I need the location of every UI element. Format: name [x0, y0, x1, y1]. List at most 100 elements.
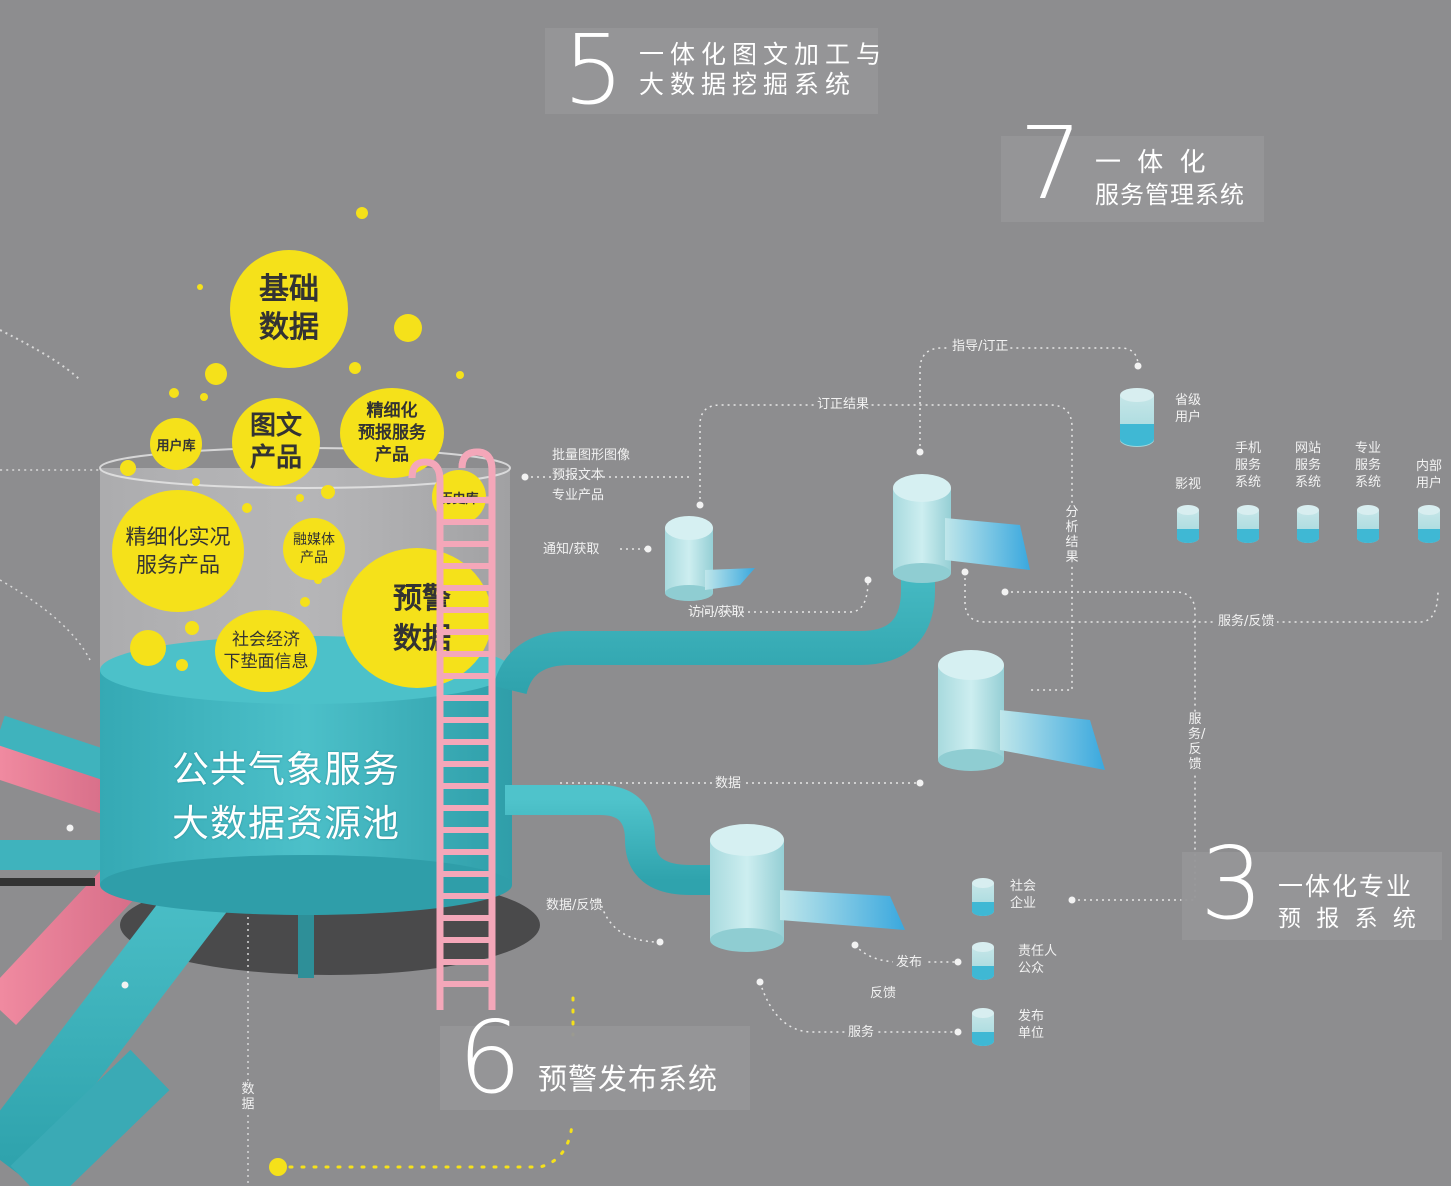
user-website-label-1: 网站: [1294, 441, 1321, 456]
user-professional-label-3: 系统: [1354, 475, 1381, 490]
node-dot: [644, 545, 652, 553]
user-internal-label-1: 内部: [1415, 459, 1442, 474]
left-pipe-4: [10, 1049, 170, 1186]
user-internal-label-2: 用户: [1415, 476, 1442, 491]
cylinder-icon: [972, 942, 994, 982]
yellow-dot: [300, 597, 310, 607]
user-publisher-label-1: 发布: [1018, 1009, 1045, 1024]
bubble-graphic-line2: 产品: [249, 443, 302, 473]
tank-bottom: [710, 824, 905, 952]
system-6-panel: 6 预警发布系统: [440, 1008, 750, 1110]
system-7-title-line1: 一 体 化: [1095, 148, 1210, 178]
system-3-title-line2: 预 报 系 统: [1278, 906, 1420, 932]
bubble-media: 融媒体产品: [283, 518, 345, 580]
bubble-fine-forecast-line1: 精细化: [366, 401, 418, 421]
yellow-dot: [176, 659, 188, 671]
label-service: 服务: [845, 1025, 878, 1041]
node-dot: [66, 824, 74, 832]
user-professional-label-2: 服务: [1354, 458, 1381, 473]
node-dot: [961, 568, 969, 576]
tank-small: [665, 516, 755, 601]
bubble-users-db: 用户库: [150, 418, 202, 470]
yellow-dot: [349, 362, 361, 374]
user-enterprise-label-2: 企业: [1010, 896, 1037, 911]
node-dot: [121, 981, 129, 989]
system-7-panel: 7 一 体 化 服务管理系统: [1001, 114, 1264, 222]
user-internal-label: 内部用户: [1411, 458, 1447, 492]
node-dot: [954, 1028, 962, 1036]
system-5-panel: 5 一体化图文加工与 大数据挖掘系统: [545, 22, 881, 118]
label-correct-result: 订正结果: [815, 397, 872, 413]
yellow-dot: [356, 207, 368, 219]
node-dot: [1001, 588, 1009, 596]
user-mobile-label-2: 服务: [1234, 458, 1261, 473]
user-mobile-label: 手机服务系统: [1230, 440, 1266, 491]
user-public-label-2: 公众: [1018, 961, 1045, 976]
node-dot: [916, 779, 924, 787]
yellow-dot: [120, 460, 136, 476]
pipe-to-tank-3: [505, 785, 730, 895]
user-website-label-2: 服务: [1294, 458, 1321, 473]
line-access: [700, 579, 869, 613]
yellow-dot: [394, 314, 422, 342]
system-6-title: 预警发布系统: [538, 1062, 719, 1096]
label-publish: 发布: [893, 955, 926, 971]
line-service-feedback: [964, 572, 1439, 623]
system-7-title-line2: 服务管理系统: [1095, 181, 1245, 209]
node-dot: [696, 501, 704, 509]
left-rail: [0, 878, 95, 886]
cylinder-icon: [1120, 388, 1154, 448]
user-publisher-label: 发布单位: [1018, 1008, 1054, 1042]
bubble-basic-line1: 基础: [259, 272, 319, 307]
yellow-dot: [205, 363, 227, 385]
node-dot: [656, 938, 664, 946]
label-batch-2: 预报文本: [552, 468, 605, 483]
user-tv-label: 影视: [1170, 476, 1206, 493]
bubble-socio-line2: 下垫面信息: [223, 652, 309, 672]
user-tv-label-1: 影视: [1174, 477, 1201, 492]
line-guide-correct: [919, 347, 1139, 452]
system-5-title-line1: 一体化图文加工与: [639, 40, 888, 69]
label-guide-correct: 指导/订正: [950, 339, 1011, 355]
bubble-graphic-line1: 图文: [249, 411, 302, 441]
bubble-fine-live-line1: 精细化实况: [125, 525, 231, 549]
user-mobile-label-3: 系统: [1234, 475, 1261, 490]
cylinder-icon: [972, 878, 994, 918]
user-provincial-label-2: 用户: [1174, 410, 1201, 425]
system-3-title-line1: 一体化专业: [1278, 872, 1414, 901]
tank-middle: [938, 650, 1105, 771]
user-website-label: 网站服务系统: [1290, 440, 1326, 491]
node-dot: [954, 958, 962, 966]
label-data-mid: 数据: [712, 776, 745, 792]
bubble-fine-forecast-line2: 预报服务: [358, 423, 426, 443]
user-public-label: 责任人公众: [1018, 943, 1066, 977]
system-5-title-line2: 大数据挖掘系统: [639, 70, 857, 99]
node-dot: [916, 448, 924, 456]
label-service-feedback: 服务/反馈: [1215, 614, 1278, 630]
yellow-dot: [192, 478, 200, 486]
cylinder-icon: [1237, 505, 1259, 545]
user-professional-label-1: 专业: [1354, 441, 1381, 456]
bubble-basic-line2: 数据: [259, 310, 319, 345]
yellow-dotted-path: [276, 1123, 574, 1169]
user-website-label-3: 系统: [1294, 475, 1321, 490]
label-notify-get: 通知/获取: [543, 542, 600, 557]
yellow-dot: [130, 630, 166, 666]
node-dot: [864, 576, 872, 584]
user-professional-label: 专业服务系统: [1350, 440, 1386, 491]
pool-title-line1: 公共气象服务: [172, 748, 400, 791]
node-dot: [756, 978, 764, 986]
bubble-fine-live-line2: 服务产品: [136, 553, 220, 577]
cylinder-icon: [1357, 505, 1379, 545]
node-dot: [1134, 362, 1142, 370]
user-provincial-label: 省级用户: [1170, 392, 1206, 426]
label-data-feedback: 数据/反馈: [546, 898, 603, 913]
user-mobile-label-1: 手机: [1234, 441, 1261, 456]
yellow-dot: [321, 485, 335, 499]
bubble-graphic-products: 图文产品: [232, 398, 320, 486]
bubble-fine-forecast-line3: 产品: [375, 445, 409, 465]
label-batch-1: 批量图形图像: [552, 448, 631, 463]
node-dot: [1068, 896, 1076, 904]
yellow-dot: [197, 284, 203, 290]
yellow-dot: [242, 503, 252, 513]
